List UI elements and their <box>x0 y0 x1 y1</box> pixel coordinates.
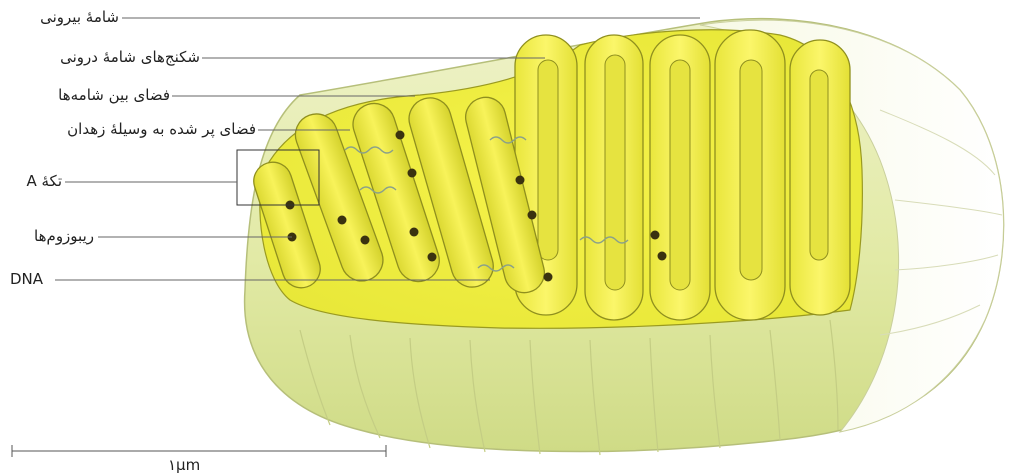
label-section-a: تکهٔ A <box>26 172 62 190</box>
label-matrix-space: فضای پر شده به وسیلهٔ زهدان <box>67 120 256 138</box>
scale-bar-label: ۱μm <box>168 456 200 474</box>
label-outer-membrane: شامهٔ بیرونی <box>40 8 119 26</box>
label-ribosomes: ریبوزوم‌ها <box>34 227 94 245</box>
label-intermembrane-space: فضای بین شامه‌ها <box>58 86 170 104</box>
label-inner-membrane-cristae: شکنج‌های شامهٔ درونی <box>60 48 200 66</box>
label-dna: DNA <box>10 270 43 288</box>
